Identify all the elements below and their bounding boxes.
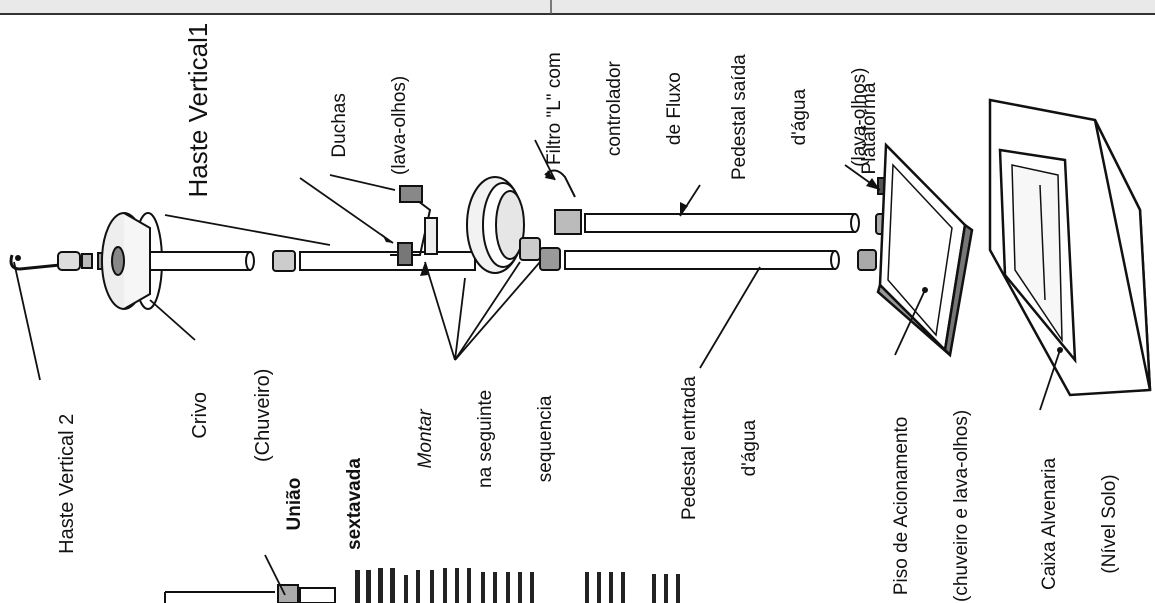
plataforma-part (876, 142, 974, 358)
filtro-bowl-part (466, 169, 582, 274)
truncated-table-fragment (355, 568, 680, 603)
label-plataforma: Plataforma (858, 82, 880, 175)
duchas-part (390, 185, 438, 266)
pedestal-entrada-pipe (564, 250, 840, 270)
label-caixa-alvenaria: Caixa Alvenaria (Nível Solo) (1038, 457, 1120, 590)
pedestal-saida-pipe (584, 213, 860, 233)
sheet-top-band (0, 0, 1155, 14)
label-montar: Montar na seguinte sequencia (414, 389, 556, 488)
label-uniao-sextavada: União sextavada (283, 458, 365, 550)
haste-vertical-2-part (9, 251, 113, 271)
label-haste-vertical-1: Haste Vertical1 (183, 22, 214, 198)
label-piso-acionamento: Piso de Acionamento (chuveiro e lava-olh… (890, 409, 972, 602)
label-crivo: Crivo (Chuveiro) (189, 368, 274, 462)
uniao-sextavada-fragment (164, 584, 336, 603)
label-duchas: Duchas (lava-olhos) (328, 75, 410, 175)
haste-vertical-1-pipe (149, 250, 476, 272)
label-pedestal-entrada: Pedestal entrada d'água (678, 376, 760, 520)
label-haste-vertical-2: Haste Vertical 2 (56, 413, 78, 554)
arrowheads (15, 170, 1063, 353)
label-filtro: Filtro "L" com controlador de Fluxo (543, 52, 685, 165)
caixa-alvenaria-part (988, 98, 1152, 397)
